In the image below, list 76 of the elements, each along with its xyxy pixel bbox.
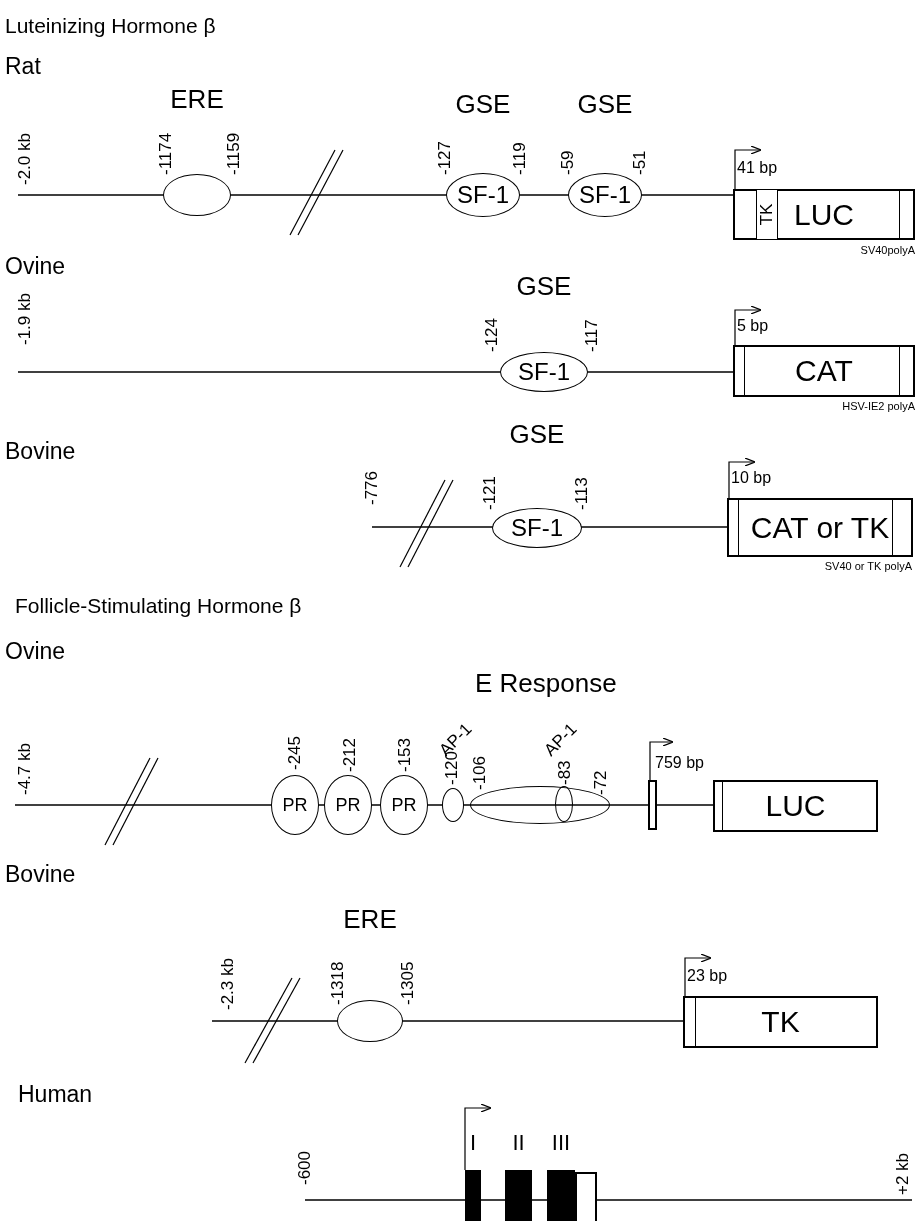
element-label: CAT (795, 356, 853, 386)
position-label: -117 (583, 319, 600, 352)
position-label: -1305 (399, 961, 416, 1005)
reporter-box (713, 780, 878, 832)
position-label: +2 kb (894, 1152, 911, 1195)
position-label: -1.9 kb (16, 293, 33, 345)
distance-label: 23 bp (687, 968, 728, 984)
position-label: -127 (436, 140, 453, 175)
reporter-box (683, 996, 878, 1048)
position-label: -600 (296, 1150, 313, 1185)
position-label: -72 (592, 770, 609, 795)
reporter-box (733, 189, 915, 240)
species-label: Ovine (5, 255, 66, 278)
element-heading: GSE (577, 91, 633, 117)
position-label: -245 (286, 735, 303, 770)
distance-label: 759 bp (655, 755, 704, 771)
reporter-box (727, 498, 913, 557)
element-heading: ERE (170, 86, 224, 112)
binding-site-ellipse (442, 788, 464, 822)
exon-bar (648, 780, 657, 830)
reporter-box (733, 345, 915, 397)
element-heading: GSE (509, 421, 565, 447)
position-label: -113 (573, 477, 590, 510)
section-heading: Follicle-Stimulating Hormone β (15, 595, 302, 616)
element-label: TK (761, 1007, 800, 1037)
position-label: -1318 (329, 961, 346, 1005)
element-label: LUC (794, 199, 854, 230)
element-heading: III (551, 1132, 571, 1154)
polya-label: HSV-IE2 polyA (842, 401, 915, 412)
element-label: SF-1 (518, 360, 570, 384)
element-label: SF-1 (511, 516, 563, 540)
position-label: -153 (396, 737, 413, 772)
position-label: -2.3 kb (219, 958, 236, 1010)
species-label: Human (18, 1083, 93, 1106)
position-label: -1159 (225, 132, 242, 175)
position-label: -124 (483, 317, 500, 352)
element-label: TK (758, 203, 776, 226)
position-label: -59 (559, 150, 576, 175)
position-label: -1174 (157, 132, 174, 175)
position-label: -776 (363, 470, 380, 505)
element-heading: I (469, 1132, 477, 1154)
untranslated-exon-box (575, 1172, 597, 1221)
promoter-segment (756, 189, 778, 240)
polya-label: SV40polyA (860, 245, 915, 256)
species-label: Bovine (5, 440, 76, 463)
element-heading: ERE (343, 906, 397, 932)
element-label: SF-1 (579, 183, 631, 207)
species-label: Bovine (5, 863, 76, 886)
polya-label: SV40 or TK polyA (824, 561, 912, 572)
element-heading: GSE (516, 273, 572, 299)
position-label: -83 (556, 760, 573, 785)
distance-label: 10 bp (731, 470, 772, 486)
position-label: -106 (471, 755, 488, 790)
element-label: LUC (765, 791, 826, 821)
position-label: -4.7 kb (16, 743, 33, 795)
position-label: -2.0 kb (16, 133, 33, 185)
distance-label: 5 bp (737, 318, 769, 334)
position-label: -119 (511, 142, 528, 175)
element-label: SF-1 (457, 183, 509, 207)
receptor-site-circle (271, 775, 319, 835)
receptor-site-circle (324, 775, 372, 835)
element-heading: GSE (455, 91, 511, 117)
position-label: -121 (481, 475, 498, 510)
position-label: -212 (341, 737, 358, 772)
region-label: E Response (475, 670, 617, 696)
species-label: Rat (5, 55, 41, 78)
element-label: PR (282, 796, 308, 814)
element-label: PR (335, 796, 361, 814)
section-heading: Luteinizing Hormone β (5, 15, 216, 36)
element-label: CAT or TK (750, 512, 890, 543)
element-label: PR (391, 796, 417, 814)
position-label: -51 (631, 150, 648, 175)
species-label: Ovine (5, 640, 66, 663)
element-heading: II (512, 1132, 525, 1154)
distance-label: 41 bp (737, 160, 778, 176)
receptor-site-circle (380, 775, 428, 835)
